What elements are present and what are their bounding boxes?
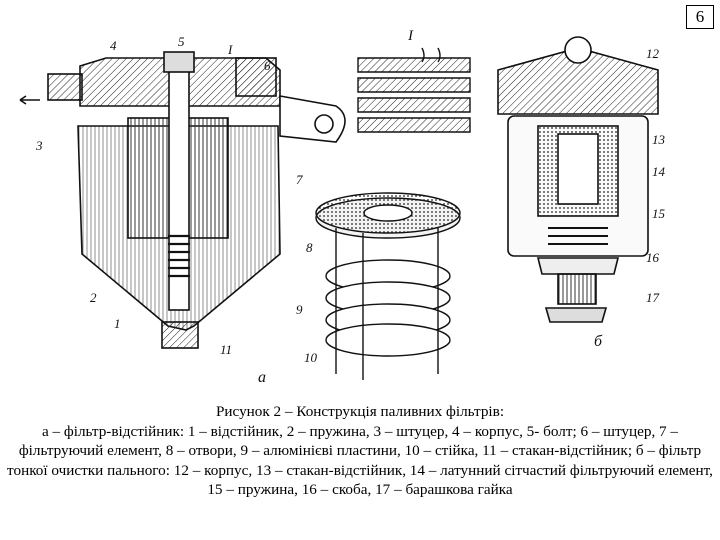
label-5: 5 bbox=[178, 34, 185, 49]
page-number: 6 bbox=[695, 7, 705, 26]
caption-title: Рисунок 2 – Конструкція паливних фільтрі… bbox=[215, 403, 505, 420]
sub-a-label: а bbox=[258, 369, 266, 386]
detail-i-plates bbox=[357, 47, 471, 133]
figure-caption: Рисунок 2 – Конструкція паливних фільтрі… bbox=[6, 402, 714, 500]
callout-labels: 4 5 I 6 3 7 2 1 11 8 9 10 12 13 14 15 16… bbox=[35, 28, 666, 386]
label-16: 16 bbox=[646, 250, 660, 265]
label-15: 15 bbox=[652, 206, 666, 221]
caption-body: а – фільтр-відстійник: 1 – відстійник, 2… bbox=[7, 422, 713, 499]
detail-label: I bbox=[407, 28, 414, 44]
fuel-filters-illustration: 4 5 I 6 3 7 2 1 11 8 9 10 12 13 14 15 16… bbox=[18, 18, 718, 396]
page-number-badge: 6 bbox=[686, 5, 714, 29]
label-1: 1 bbox=[114, 316, 121, 331]
label-i: I bbox=[227, 42, 233, 57]
filter-a-settler bbox=[19, 51, 346, 349]
label-2: 2 bbox=[90, 290, 97, 305]
sub-b-label: б bbox=[594, 333, 603, 350]
label-14: 14 bbox=[652, 164, 666, 179]
label-8: 8 bbox=[306, 240, 313, 255]
label-9: 9 bbox=[296, 302, 303, 317]
filters-drawing: 4 5 I 6 3 7 2 1 11 8 9 10 12 13 14 15 16… bbox=[19, 28, 666, 386]
label-17: 17 bbox=[646, 290, 660, 305]
filter-b-fine bbox=[497, 36, 659, 323]
label-7: 7 bbox=[296, 172, 303, 187]
label-10: 10 bbox=[304, 350, 318, 365]
label-3: 3 bbox=[35, 138, 43, 153]
label-6: 6 bbox=[264, 58, 271, 73]
label-11: 11 bbox=[220, 342, 232, 357]
label-12: 12 bbox=[646, 46, 660, 61]
plates-stack bbox=[315, 192, 461, 380]
label-4: 4 bbox=[110, 38, 117, 53]
label-13: 13 bbox=[652, 132, 666, 147]
